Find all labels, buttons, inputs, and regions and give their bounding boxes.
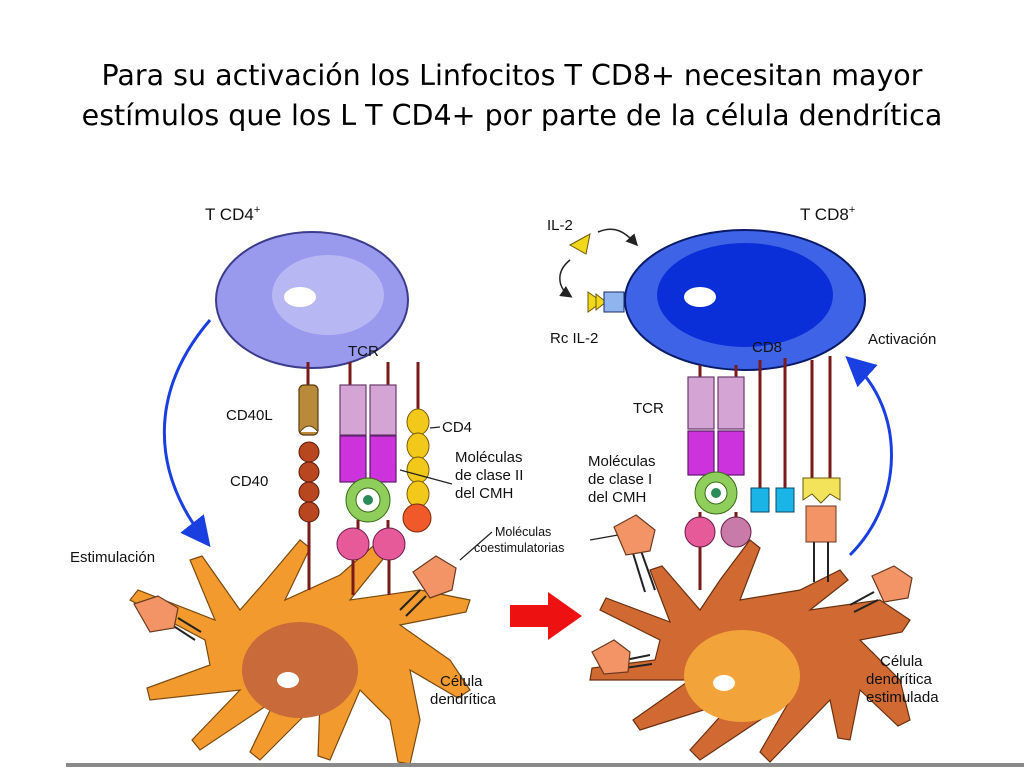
tcr-mhc1-complex bbox=[684, 365, 752, 590]
mhc1-beta bbox=[717, 430, 745, 476]
cd8-coreceptor bbox=[750, 358, 795, 513]
cd40l-molecule bbox=[298, 362, 319, 436]
cd4-coreceptor bbox=[402, 362, 432, 533]
costim-molecule-r1 bbox=[613, 514, 656, 593]
mhc1-alpha bbox=[687, 430, 715, 476]
mhc2-label-line2: de clase II bbox=[455, 467, 523, 484]
activation-label: Activación bbox=[868, 331, 936, 348]
costim-label-line1: Moléculas bbox=[495, 525, 551, 539]
dendritic-stim-label-line3: estimulada bbox=[866, 689, 939, 706]
il2-loop bbox=[559, 228, 639, 313]
tcr-beta bbox=[369, 384, 397, 436]
stimulation-label: Estimulación bbox=[70, 549, 155, 566]
nucleus-highlight bbox=[277, 672, 299, 688]
costim-molecule-r3 bbox=[849, 565, 913, 613]
left-panel: T CD4+ CD40L CD40 bbox=[70, 204, 619, 765]
tcr-alpha bbox=[339, 384, 367, 436]
slide-title: Para su activación los Linfocitos T CD8+… bbox=[0, 56, 1024, 136]
rc-il2-label: Rc IL-2 bbox=[550, 330, 598, 347]
mhc1-label-line1: Moléculas bbox=[588, 453, 656, 470]
cd40-label: CD40 bbox=[230, 473, 268, 490]
mhc2-alpha bbox=[339, 435, 367, 483]
il2-receptor bbox=[603, 291, 625, 313]
costim-receptor-pair bbox=[802, 356, 841, 582]
nucleus-highlight-stimulated bbox=[713, 675, 735, 691]
right-panel: T CD8+ IL-2 Rc IL-2 bbox=[547, 204, 939, 763]
tcr-mhc2-complex bbox=[336, 362, 406, 595]
dendritic-label-line1: Célula bbox=[440, 673, 483, 690]
t-cd8-label: T CD8+ bbox=[800, 204, 855, 224]
cd8-label: CD8 bbox=[752, 339, 782, 356]
costim-molecule-r2 bbox=[591, 639, 653, 675]
activation-arrow bbox=[845, 355, 893, 557]
mhc2-beta bbox=[369, 435, 397, 483]
dendritic-stim-label-line1: Célula bbox=[880, 653, 923, 670]
tcr-beta-r bbox=[717, 376, 745, 430]
title-line-1: Para su activación los Linfocitos T CD8+… bbox=[101, 59, 923, 92]
il2-triangle bbox=[568, 233, 591, 255]
costim-molecule-left bbox=[133, 595, 202, 641]
dendritic-nucleus-stimulated bbox=[684, 630, 800, 722]
transition-arrow bbox=[510, 592, 582, 640]
title-line-2: estímulos que los L T CD4+ por parte de … bbox=[81, 99, 943, 132]
cd40-molecule bbox=[298, 441, 320, 590]
dendritic-label-line2: dendrítica bbox=[430, 691, 497, 708]
tcr-label-left: TCR bbox=[348, 343, 379, 360]
stimulation-arrow bbox=[162, 319, 212, 548]
t-cd4-cell bbox=[215, 231, 409, 369]
mhc2-label-line3: del CMH bbox=[455, 485, 513, 502]
peptide-antigen-r bbox=[694, 471, 738, 515]
cd40l-label: CD40L bbox=[226, 407, 273, 424]
dendritic-cell-stimulated bbox=[589, 539, 911, 763]
mhc1-label-line3: del CMH bbox=[588, 489, 646, 506]
mhc2-label-line1: Moléculas bbox=[455, 449, 523, 466]
tcr-label-right: TCR bbox=[633, 400, 664, 417]
bottom-divider bbox=[66, 763, 1024, 767]
costim-molecule-right bbox=[399, 555, 457, 617]
dendritic-nucleus bbox=[242, 622, 358, 718]
dendritic-cell-resting bbox=[129, 539, 471, 765]
dendritic-stim-label-line2: dendrítica bbox=[866, 671, 933, 688]
costim-label-line2: coestimulatorias bbox=[474, 541, 564, 555]
t-cd4-label: T CD4+ bbox=[205, 204, 260, 224]
peptide-antigen bbox=[345, 477, 391, 523]
mhc1-label-line2: de clase I bbox=[588, 471, 652, 488]
il2-label: IL-2 bbox=[547, 217, 573, 234]
t-cd8-cell bbox=[624, 229, 866, 371]
cd4-label: CD4 bbox=[442, 419, 472, 436]
tcr-alpha-r bbox=[687, 376, 715, 430]
